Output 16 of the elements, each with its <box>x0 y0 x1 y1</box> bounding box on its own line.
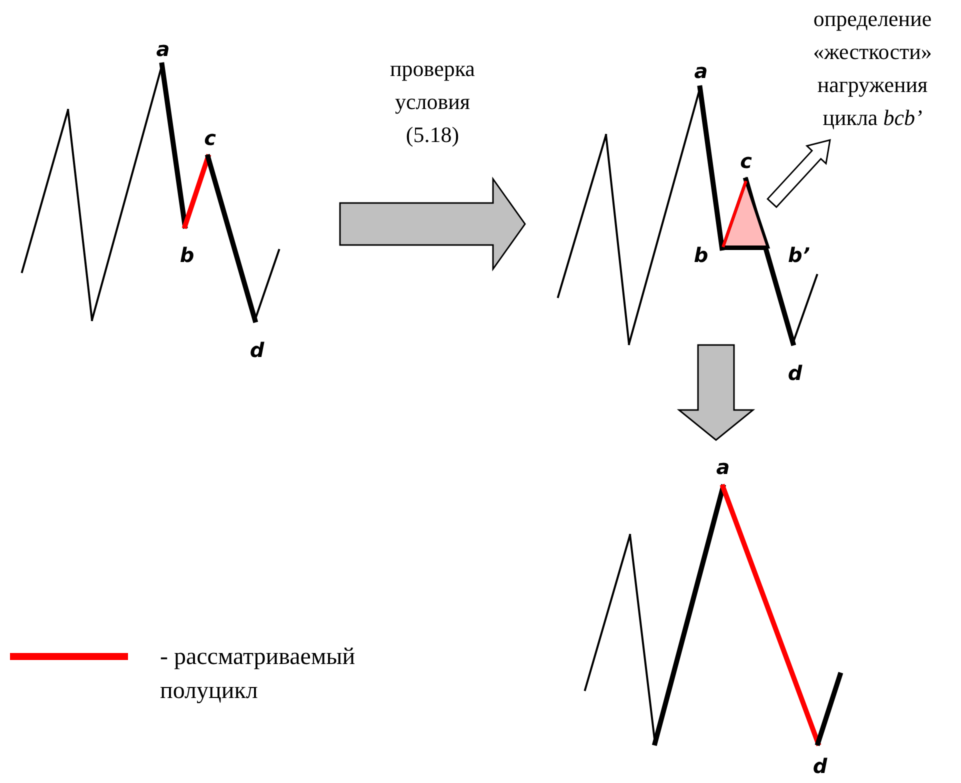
point-label: a <box>694 60 708 82</box>
point-label: d <box>788 362 802 384</box>
point-label: d <box>250 339 264 361</box>
point-label: c <box>204 127 216 149</box>
block-arrow <box>676 344 756 441</box>
point-label: a <box>716 456 730 478</box>
legend-text: - рассматриваемый полуцикл <box>160 643 356 706</box>
point-label: b <box>694 244 708 266</box>
point-label: a <box>156 38 170 60</box>
point-label: d <box>812 755 828 777</box>
block-arrow <box>766 138 831 208</box>
point-label: c <box>740 150 752 172</box>
point-label: b <box>180 244 194 266</box>
annotation-text: определение «жесткости» нагружения цикла bcb’ <box>790 2 955 138</box>
block-arrow <box>339 176 526 272</box>
point-label: b’ <box>788 244 810 266</box>
